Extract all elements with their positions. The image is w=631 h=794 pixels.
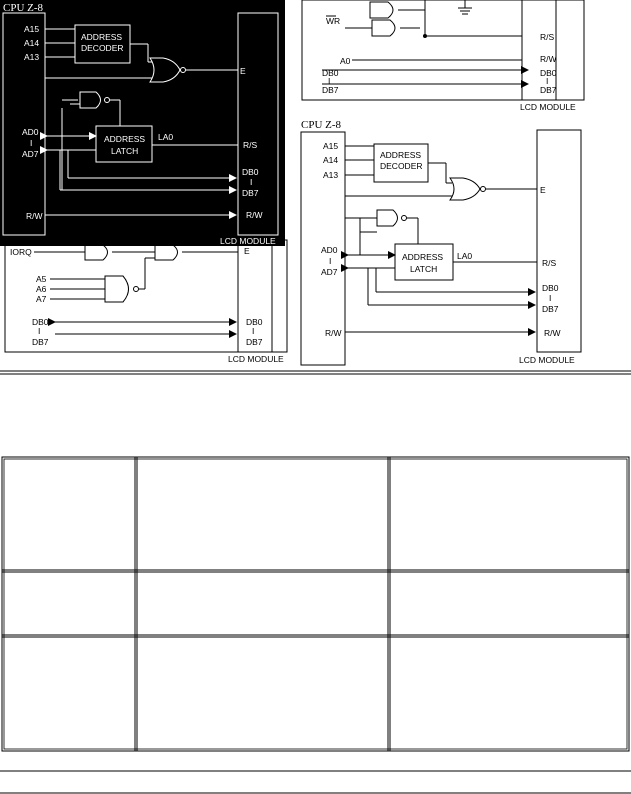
decoder-line2: DECODER <box>81 43 124 53</box>
a13-label: A13 <box>24 52 39 62</box>
iorq-label: IORQ <box>10 247 32 257</box>
panel-z8-light: CPU Z-8 A15 A14 A13 ADDRESS DECODER E AD… <box>300 119 582 366</box>
la0-label: LA0 <box>457 251 472 261</box>
ad0-label: AD0 <box>321 245 338 255</box>
nor-gate <box>449 177 481 201</box>
ad0-label: AD0 <box>22 127 39 137</box>
e-pin-label: E <box>540 185 546 195</box>
ad-sep: I <box>329 256 331 266</box>
document-table-area <box>0 370 631 794</box>
lcd-module-block <box>237 12 279 236</box>
a6-label: A6 <box>36 284 47 294</box>
a15-label: A15 <box>323 141 338 151</box>
db0-label: DB0 <box>242 167 259 177</box>
a0-label: A0 <box>340 56 351 66</box>
lcd-module-block <box>536 129 582 353</box>
ad-sep: I <box>30 138 32 148</box>
db0-left: DB0 <box>322 68 339 78</box>
and-gate <box>369 1 394 19</box>
nand-gate <box>104 275 129 303</box>
a15-label: A15 <box>24 24 39 34</box>
latch-line1: ADDRESS <box>402 252 443 262</box>
rw-right-label: R/W <box>544 328 561 338</box>
lcd-module-label: LCD MODULE <box>519 355 575 365</box>
latch-line2: LATCH <box>111 146 138 156</box>
decoder-line1: ADDRESS <box>380 150 421 160</box>
decoder-line2: DECODER <box>380 161 423 171</box>
address-decoder-box <box>74 24 131 64</box>
db7-label: DB7 <box>542 304 559 314</box>
rw-left-label: R/W <box>26 211 43 221</box>
lcd-module-label: LCD MODULE <box>520 102 576 112</box>
address-decoder-box <box>373 143 429 183</box>
address-latch-box <box>394 243 454 281</box>
a7-label: A7 <box>36 294 47 304</box>
db7-right: DB7 <box>246 337 263 347</box>
db7-left: DB7 <box>322 85 339 95</box>
la0-label: LA0 <box>158 132 173 142</box>
empty-table <box>1 456 630 752</box>
db-sep-left: I <box>328 76 330 86</box>
ad7-label: AD7 <box>321 267 338 277</box>
panel-frame <box>301 0 585 101</box>
db0-label: DB0 <box>542 283 559 293</box>
rs-pin-label: R/S <box>540 32 555 42</box>
a14-label: A14 <box>323 155 338 165</box>
db-sep: I <box>250 177 252 187</box>
panel-bottom-left: IORQ E A5 A6 A7 DB0 I DB7 DB0 I DB7 LCD … <box>4 239 288 364</box>
latch-line2: LATCH <box>410 264 437 274</box>
nand-gate <box>79 91 101 109</box>
db7-label: DB7 <box>242 188 259 198</box>
panel-top-right: WR A0 R/S R/W DB0 I DB7 DB0 I DB7 LCD MO… <box>301 0 585 112</box>
rw-right-label: R/W <box>246 210 263 220</box>
db-sep: I <box>549 293 551 303</box>
nand-gate <box>376 209 398 227</box>
e-pin-label: E <box>244 246 250 256</box>
db-sep-right: I <box>546 76 548 86</box>
address-latch-box <box>95 125 153 163</box>
a14-label: A14 <box>24 38 39 48</box>
and-gate <box>371 19 396 37</box>
db-sep-right: I <box>252 326 254 336</box>
rw-pin-label: R/W <box>540 54 557 64</box>
cpu-block <box>300 131 346 366</box>
lcd-module-block <box>237 239 273 353</box>
db0-left: DB0 <box>32 317 49 327</box>
lcd-module-label: LCD MODULE <box>220 236 276 246</box>
wr-label: WR <box>326 16 340 26</box>
db-sep-left: I <box>38 326 40 336</box>
rs-pin-label: R/S <box>243 140 258 150</box>
or-gate <box>84 244 108 261</box>
ground-icon <box>458 7 472 15</box>
cpu-title: CPU Z-8 <box>3 2 44 14</box>
nor-gate <box>149 57 181 83</box>
and-gate <box>154 244 178 261</box>
cpu-block <box>2 12 46 236</box>
cpu-title: CPU Z-8 <box>301 119 342 131</box>
db7-left: DB7 <box>32 337 49 347</box>
a13-label: A13 <box>323 170 338 180</box>
decoder-line1: ADDRESS <box>81 32 122 42</box>
latch-line1: ADDRESS <box>104 134 145 144</box>
db7-right: DB7 <box>540 85 557 95</box>
ad7-label: AD7 <box>22 149 39 159</box>
db0-right: DB0 <box>246 317 263 327</box>
rs-pin-label: R/S <box>542 258 557 268</box>
panel-z8-dark: CPU Z-8 A15 A14 A13 ADDRESS DECODER E AD… <box>0 0 285 246</box>
lcd-module-label: LCD MODULE <box>228 354 284 364</box>
rw-left-label: R/W <box>325 328 342 338</box>
a5-label: A5 <box>36 274 47 284</box>
e-pin-label: E <box>240 66 246 76</box>
db0-right: DB0 <box>540 68 557 78</box>
